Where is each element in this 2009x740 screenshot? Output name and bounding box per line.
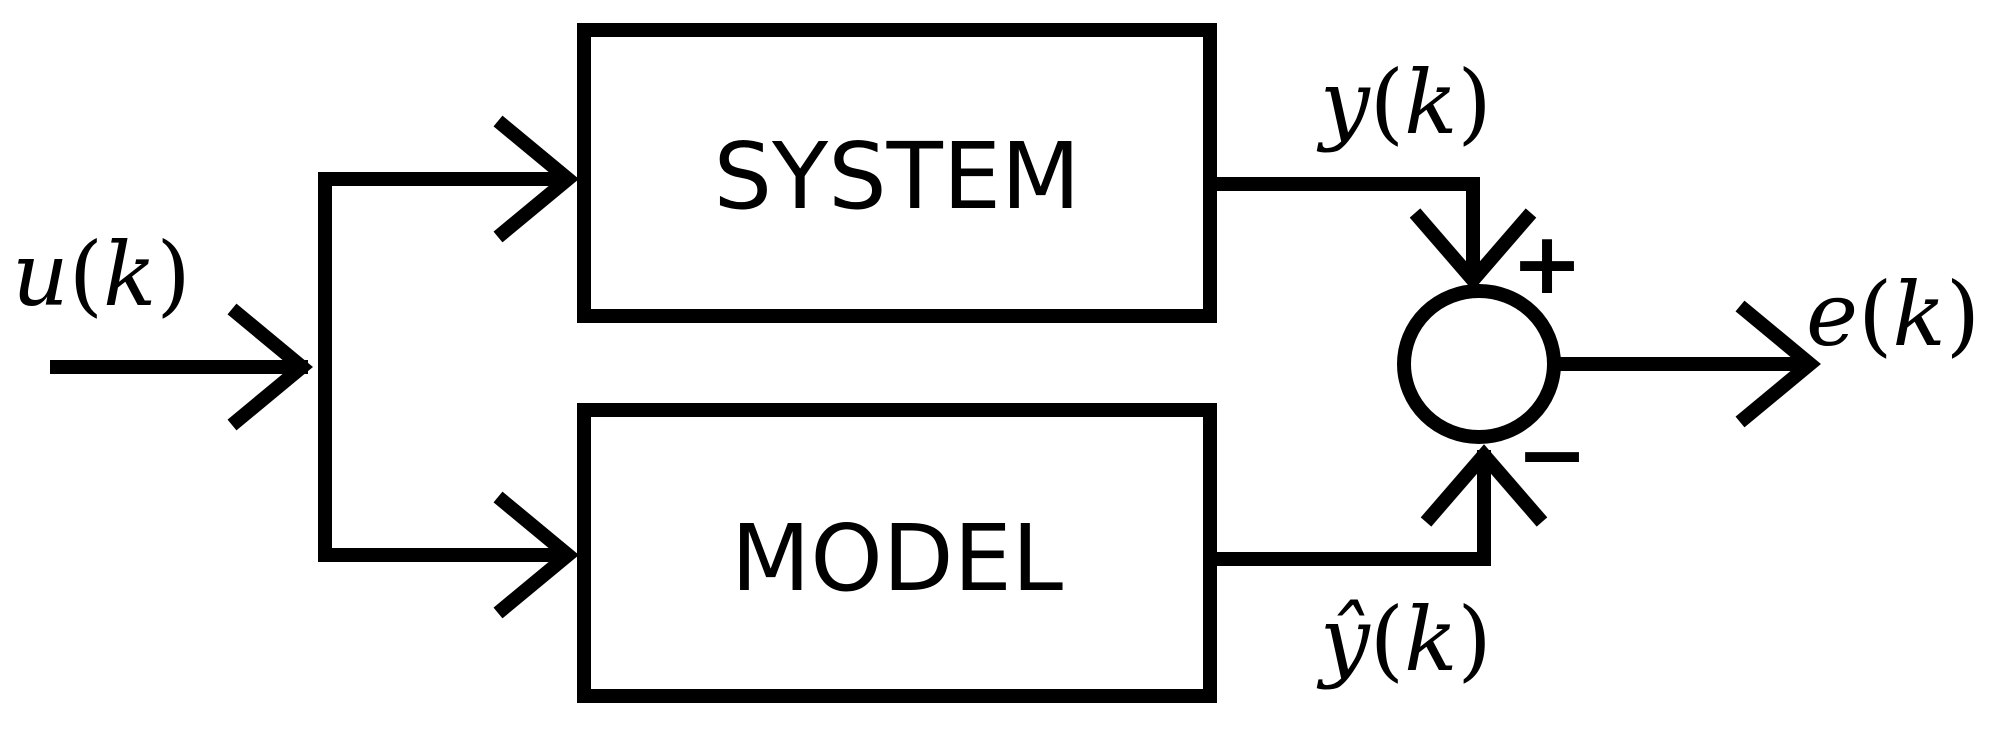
plus-sign: + [1511, 214, 1583, 314]
model-output-line [1217, 450, 1491, 566]
model-block [577, 403, 1217, 703]
model-output-arrowhead [1420, 444, 1548, 527]
system-block [577, 23, 1217, 323]
system-output-line [1217, 177, 1480, 280]
model-output-signal-label: ŷ(k) [1316, 588, 1492, 691]
system-output-signal-label: y(k) [1316, 51, 1492, 154]
error-signal-label: e(k) [1806, 263, 1980, 366]
input-signal-label: u(k) [12, 223, 191, 326]
input-arrowhead [227, 303, 313, 431]
model-label: MODEL [731, 505, 1063, 612]
minus-sign: − [1516, 405, 1588, 505]
to-system-arrowhead [493, 115, 579, 243]
system-label: SYSTEM [714, 123, 1081, 230]
system-output-arrowhead [1409, 208, 1537, 291]
to-model-arrowhead [493, 491, 579, 619]
error-output-arrowhead [1735, 300, 1821, 428]
